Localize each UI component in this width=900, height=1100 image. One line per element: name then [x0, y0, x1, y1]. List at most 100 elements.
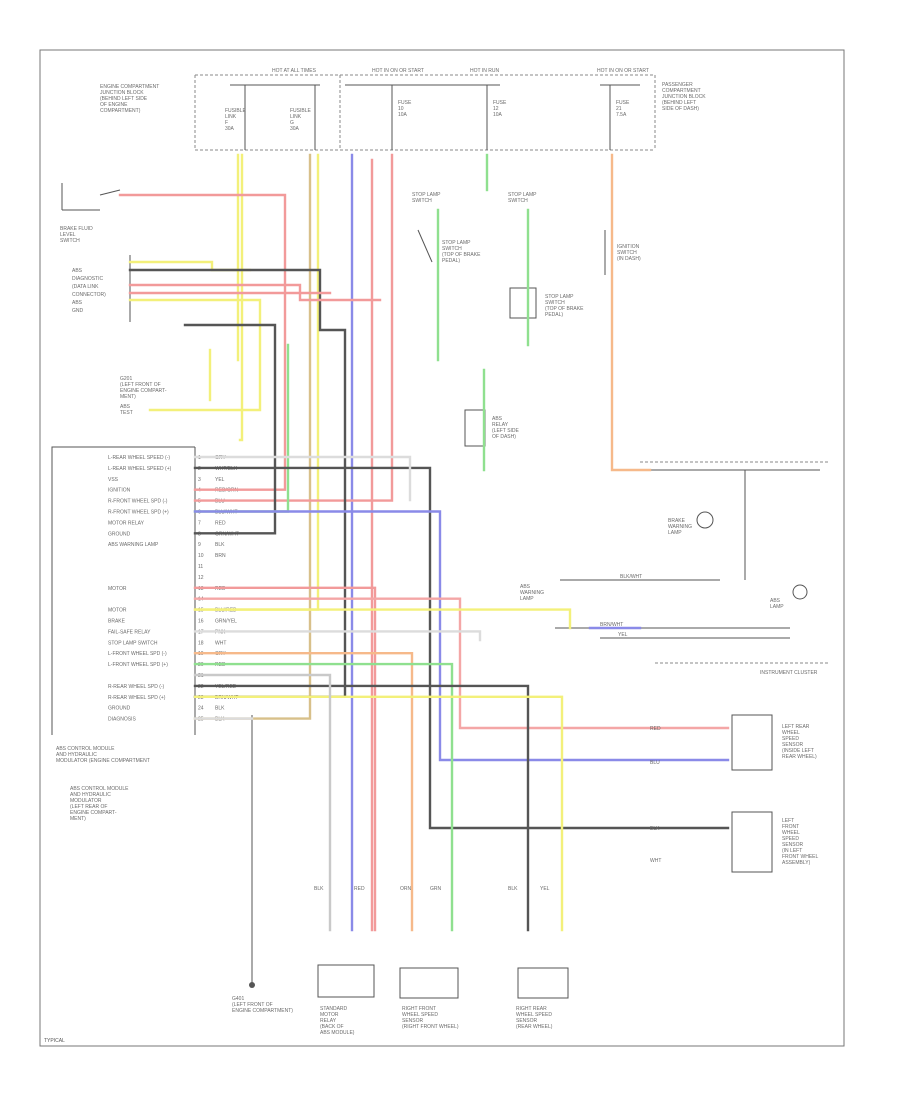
abs-module-line2-1: ABS CONTROL MODULE [70, 786, 129, 792]
cluster-lamp-label-1: BRAKE [668, 518, 686, 524]
fuse-block-left-label-2: JUNCTION BLOCK [100, 90, 144, 96]
abs-pin-wire-color: WHT [215, 640, 226, 646]
stop-lamp-switch-1: STOP LAMP SWITCH STOP LAMP SWITCH (TOP O… [412, 192, 481, 264]
fuse-block: ENGINE COMPARTMENT JUNCTION BLOCK (BEHIN… [100, 68, 706, 151]
fuse-block-section-3: HOT IN RUN [470, 68, 499, 74]
abs-pin-number: 10 [198, 553, 204, 559]
cluster-wire-2: BRN/WHT [600, 622, 623, 628]
fuse-block-right-label-3: JUNCTION BLOCK [662, 94, 706, 100]
abs-pin-label: MOTOR RELAY [108, 520, 145, 526]
fuse-f-line-3: F [225, 120, 228, 126]
abs-pin-label: MOTOR [108, 608, 127, 614]
wire-tan-fuse-g [193, 153, 312, 720]
brake-switch-line-2: LEVEL [60, 232, 76, 238]
left-front-wheel-speed-sensor: LEFT FRONT WHEEL SPEED SENSOR (IN LEFT F… [731, 811, 819, 873]
abs-pin-label: IGNITION [108, 488, 131, 494]
cluster-lamp-label-2: WARNING [668, 524, 692, 530]
motor-relay: STANDARD MOTOR RELAY (BACK OF ABS MODULE… [317, 964, 375, 1036]
ecm-pin-1: ABS [72, 268, 83, 274]
stop-switch-2-line-1: STOP LAMP [545, 294, 574, 300]
abs-pin-wire-color: BLK [215, 706, 225, 712]
fuse-block-section-1: HOT AT ALL TIMES [272, 68, 317, 74]
stop-switch-1-line-1: STOP LAMP [442, 240, 471, 246]
abs-module-line2-4: (LEFT REAR OF [70, 804, 107, 810]
wire-red-fuse-10 [193, 153, 394, 502]
fuse-21-line-3: 7.5A [616, 112, 627, 118]
brake-switch-line-1: BRAKE FLUID [60, 226, 93, 232]
abs-module-line2-2: AND HYDRAULIC [70, 792, 111, 798]
abs-pin-number: 16 [198, 619, 204, 625]
abs-pin-wire-color: BLK [215, 542, 225, 548]
ignition-line-3: (IN DASH) [617, 256, 641, 262]
lf-sensor-line-3: WHEEL [782, 830, 800, 836]
wire-harness [118, 153, 730, 932]
stop-switch-2-line-3: (TOP OF BRAKE [545, 306, 584, 312]
lf-sensor-line-2: FRONT [782, 824, 799, 830]
cluster-abs-lamp-2: LAMP [770, 604, 784, 610]
ground-g201-line-3: ENGINE COMPART- [120, 388, 167, 394]
wire-orange-fuse-21 [610, 153, 652, 472]
wire-yellow-cluster [193, 608, 572, 630]
rr-bottom-line-3: SENSOR [516, 1018, 538, 1024]
stop-switch-1-title-1: STOP LAMP [412, 192, 441, 198]
rr-sensor-line-2: WHEEL [782, 730, 800, 736]
cluster-lamp-label-3: LAMP [668, 530, 682, 536]
abs-pin-label: FAIL-SAFE RELAY [108, 629, 151, 635]
abs-pin-wire-color: RED [215, 520, 226, 526]
rf-wire-label-2: GRN [430, 886, 442, 892]
stop-switch-2-line-2: SWITCH [545, 300, 565, 306]
abs-module-line-2: AND HYDRAULIC [56, 752, 97, 758]
abs-pin-label: R-REAR WHEEL SPD (-) [108, 684, 165, 690]
rf-sensor-line-3: SENSOR [402, 1018, 424, 1024]
ground-g201-line-2: (LEFT FRONT OF [120, 382, 161, 388]
abs-pin-label: L-FRONT WHEEL SPD (+) [108, 662, 168, 668]
ecm-pin-3: (DATA LINK [72, 284, 99, 290]
fuse-10-line-3: 10A [398, 112, 408, 118]
abs-module-line2-6: MENT) [70, 816, 86, 822]
stop-switch-2-line-4: PEDAL) [545, 312, 563, 318]
abs-pin-label: R-FRONT WHEEL SPD (+) [108, 510, 169, 516]
rr-sensor-line-4: SENSOR [782, 742, 804, 748]
wire-red-motor [193, 586, 377, 932]
abs-pin-number: 7 [198, 520, 201, 526]
wire-red-brake-switch [118, 193, 287, 491]
abs-pin-label: R-FRONT WHEEL SPD (-) [108, 499, 168, 505]
fuse-12-line-2: 12 [493, 106, 499, 112]
rr-sensor-line-3: SPEED [782, 736, 799, 742]
lf-sensor-line-7: FRONT WHEEL [782, 854, 819, 860]
ground-g201: G201 (LEFT FRONT OF ENGINE COMPART- MENT… [120, 376, 167, 416]
fuse-block-right-label-2: COMPARTMENT [662, 88, 701, 94]
jumper-line-1: ABS [120, 404, 131, 410]
wire-light-grey-relay [193, 630, 482, 642]
rr-bottom-line-1: RIGHT REAR [516, 1006, 547, 1012]
ground-row-3: LAMP [520, 596, 534, 602]
abs-pin-label: ABS WARNING LAMP [108, 542, 159, 548]
stop-switch-1-line-2: SWITCH [442, 246, 462, 252]
rf-sensor-line-2: WHEEL SPEED [402, 1012, 438, 1018]
abs-relay: ABS RELAY (LEFT SIDE OF DASH) [464, 409, 520, 447]
rr-wire-label-1: BLK [508, 886, 518, 892]
lf-wire-label-1: BLK [650, 826, 660, 832]
brake-fluid-level-switch: BRAKE FLUID LEVEL SWITCH [60, 183, 121, 244]
wire-blue-left-rear [193, 510, 730, 762]
lf-sensor-line-4: SPEED [782, 836, 799, 842]
ignition-switch: IGNITION SWITCH (IN DASH) [604, 230, 641, 275]
abs-lamp-icon [792, 584, 808, 600]
fuse-block-right-label-1: PASSENGER [662, 82, 693, 88]
fuse-block-left-label-1: ENGINE COMPARTMENT [100, 84, 159, 90]
abs-pin-number: 18 [198, 640, 204, 646]
ecm-pin-5: ABS [72, 300, 83, 306]
motor-relay-line-3: RELAY [320, 1018, 337, 1024]
ecm-pin-4: CONNECTOR) [72, 292, 106, 298]
relay-line-1: ABS [492, 416, 503, 422]
abs-pin-label: R-REAR WHEEL SPD (+) [108, 695, 166, 701]
wire-black-left-front [193, 466, 730, 830]
abs-pin-wire-color: YEL [215, 477, 225, 483]
abs-module-line-1: ABS CONTROL MODULE [56, 746, 115, 752]
ecm-pin-6: GND [72, 308, 84, 314]
lf-sensor-line-1: LEFT [782, 818, 794, 824]
relay-line-2: RELAY [492, 422, 509, 428]
rf-sensor-line-4: (RIGHT FRONT WHEEL) [402, 1024, 459, 1030]
ground-g401: G401 (LEFT FRONT OF ENGINE COMPARTMENT) [232, 715, 293, 1014]
